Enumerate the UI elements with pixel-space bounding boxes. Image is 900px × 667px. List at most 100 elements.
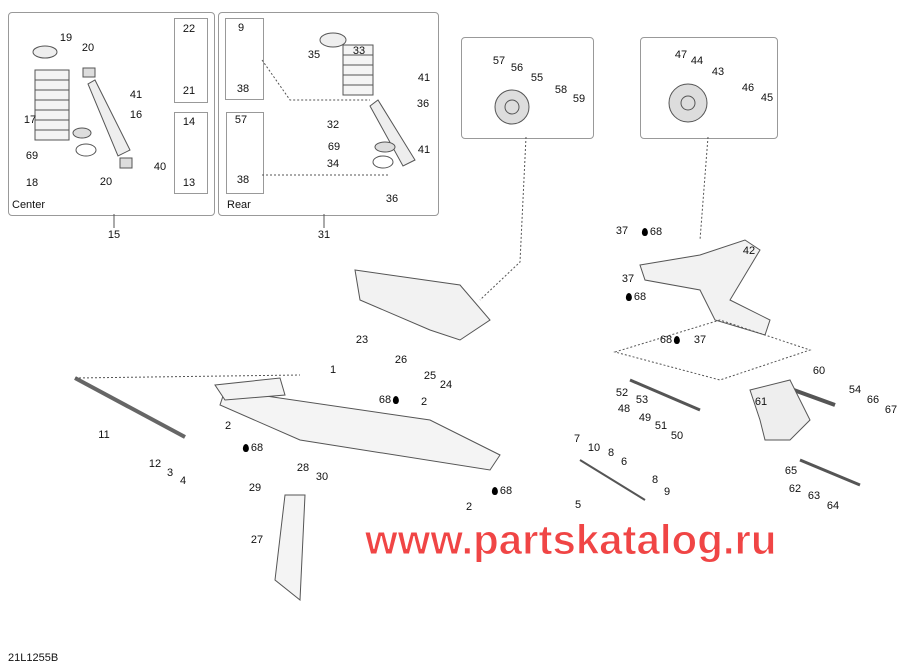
callout-49: 49 — [639, 412, 651, 424]
callout-46: 46 — [742, 82, 754, 94]
callout-number: 56 — [510, 62, 524, 74]
callout-56: 56 — [511, 62, 523, 74]
callout-8: 8 — [652, 474, 658, 486]
callout-69: 69 — [328, 141, 340, 153]
callout-13: 13 — [183, 177, 195, 189]
callout-number: 60 — [812, 365, 826, 377]
lubricant-drop-icon — [641, 228, 648, 236]
callout-number: 68 — [649, 226, 663, 238]
callout-number: 36 — [416, 98, 430, 110]
watermark: www.partskatalog.ru — [365, 516, 778, 564]
callout-57: 57 — [493, 55, 505, 67]
callout-number: 20 — [99, 176, 113, 188]
callout-67: 67 — [885, 404, 897, 416]
callout-2: 2 — [225, 420, 231, 432]
callout-number: 12 — [148, 458, 162, 470]
callout-number: 4 — [179, 475, 187, 487]
callout-number: 65 — [784, 465, 798, 477]
callout-number: 57 — [234, 114, 248, 126]
callout-number: 26 — [394, 354, 408, 366]
callout-number: 69 — [327, 141, 341, 153]
callout-number: 16 — [129, 109, 143, 121]
callout-number: 67 — [884, 404, 898, 416]
callout-number: 10 — [587, 442, 601, 454]
callout-number: 28 — [296, 462, 310, 474]
callout-number: 27 — [250, 534, 264, 546]
callout-number: 2 — [465, 501, 473, 513]
callout-2: 2 — [466, 501, 472, 513]
callout-number: 1 — [329, 364, 337, 376]
callout-number: 25 — [423, 370, 437, 382]
lubricant-drop-icon — [491, 487, 498, 495]
callout-number: 55 — [530, 72, 544, 84]
callout-number: 46 — [741, 82, 755, 94]
callout-68: 68 — [641, 226, 663, 238]
callout-32: 32 — [327, 119, 339, 131]
callout-22: 22 — [183, 23, 195, 35]
callout-number: 37 — [615, 225, 629, 237]
center-ref-label: 15 — [107, 229, 121, 241]
callout-number: 66 — [866, 394, 880, 406]
callout-number: 54 — [848, 384, 862, 396]
rear-lower-fastener-box — [226, 112, 264, 194]
callout-68: 68 — [660, 334, 681, 346]
callout-5: 5 — [575, 499, 581, 511]
callout-number: 18 — [25, 177, 39, 189]
callout-66: 66 — [867, 394, 879, 406]
callout-23: 23 — [356, 334, 368, 346]
callout-number: 57 — [492, 55, 506, 67]
callout-59: 59 — [573, 93, 585, 105]
callout-number: 35 — [307, 49, 321, 61]
rear-arm — [613, 239, 812, 381]
rear-shock-panel — [218, 12, 439, 216]
callout-12: 12 — [149, 458, 161, 470]
callout-number: 5 — [574, 499, 582, 511]
front-arm-bracket — [354, 269, 491, 341]
center-panel-caption: Center — [12, 199, 46, 211]
callout-41: 41 — [130, 89, 142, 101]
callout-65: 65 — [785, 465, 797, 477]
lubricant-drop-icon — [242, 444, 249, 452]
callout-number: 8 — [651, 474, 659, 486]
rear-panel-caption: Rear — [227, 199, 251, 211]
callout-number: 3 — [166, 467, 174, 479]
callout-number: 50 — [670, 430, 684, 442]
callout-28: 28 — [297, 462, 309, 474]
callout-45: 45 — [761, 92, 773, 104]
callout-number: 41 — [417, 72, 431, 84]
callout-24: 24 — [440, 379, 452, 391]
callout-number: 41 — [129, 89, 143, 101]
callout-7: 7 — [574, 433, 580, 445]
idler-wheel-box-left — [461, 37, 594, 139]
callout-54: 54 — [849, 384, 861, 396]
callout-number: 6 — [620, 456, 628, 468]
callout-35: 35 — [308, 49, 320, 61]
callout-number: 68 — [499, 485, 513, 497]
callout-10: 10 — [588, 442, 600, 454]
callout-number: 17 — [23, 114, 37, 126]
callout-number: 14 — [182, 116, 196, 128]
callout-number: 23 — [355, 334, 369, 346]
callout-number: 43 — [711, 66, 725, 78]
callout-number: 22 — [182, 23, 196, 35]
callout-44: 44 — [691, 55, 703, 67]
callout-53: 53 — [636, 394, 648, 406]
callout-60: 60 — [813, 365, 825, 377]
callout-20: 20 — [100, 176, 112, 188]
callout-30: 30 — [316, 471, 328, 483]
callout-42: 42 — [743, 245, 755, 257]
callout-50: 50 — [671, 430, 683, 442]
callout-number: 11 — [98, 429, 110, 441]
callout-number: 68 — [633, 291, 647, 303]
callout-68: 68 — [625, 291, 647, 303]
idler-wheel-box-right — [640, 37, 778, 139]
callout-6: 6 — [621, 456, 627, 468]
callout-number: 51 — [654, 420, 668, 432]
lubricant-drop-icon — [674, 336, 681, 344]
callout-number: 38 — [236, 174, 250, 186]
callout-62: 62 — [789, 483, 801, 495]
callout-number: 68 — [378, 394, 392, 406]
callout-68: 68 — [491, 485, 513, 497]
